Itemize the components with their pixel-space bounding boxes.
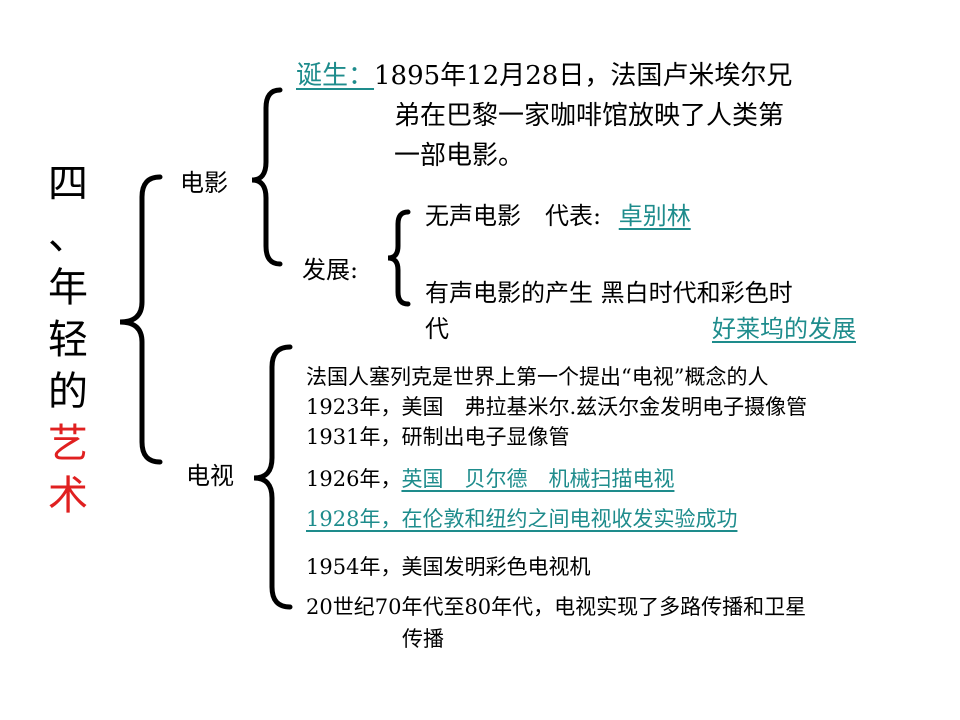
main-brace: [119, 174, 163, 465]
hollywood-link[interactable]: 好莱坞的发展: [712, 315, 856, 343]
development-brace: [387, 209, 411, 307]
title-char: 四: [48, 161, 88, 207]
title-char: 年: [48, 265, 88, 311]
title-char: 轻: [48, 317, 88, 363]
birth-line: 弟在巴黎一家咖啡馆放映了人类第: [394, 101, 785, 131]
birth-line: 诞生：1895年12月28日，法国卢米埃尔兄: [296, 56, 792, 96]
tv-label: 电视: [186, 462, 234, 490]
tv-item: 1954年，美国发明彩色电视机: [306, 555, 591, 579]
title-char: 、: [48, 213, 88, 259]
tv-brace: [253, 344, 293, 610]
tv-item-1970s-line1: 20世纪70年代至80年代，电视实现了多路传播和卫星: [306, 595, 807, 619]
sound-film-line1: 有声电影的产生 黑白时代和彩色时: [425, 279, 793, 307]
development-label: 发展:: [302, 256, 359, 284]
vertical-title: 四 、 年 轻 的 艺 术: [42, 158, 94, 522]
title-char: 的: [48, 369, 88, 415]
baird-link[interactable]: 英国 贝尔德 机械扫描电视: [401, 467, 675, 491]
sound-film-line2: 代: [425, 315, 449, 343]
tv-item-1970s-line2: 传播: [402, 627, 444, 651]
tv-1926-prefix: 1926年，: [306, 467, 402, 491]
tv-item: 法国人塞列克是世界上第一个提出“电视”概念的人: [306, 365, 769, 389]
tv-1928-link[interactable]: 1928年，在伦敦和纽约之间电视收发实验成功: [306, 507, 738, 531]
birth-block: 诞生：1895年12月28日，法国卢米埃尔兄 弟在巴黎一家咖啡馆放映了人类第 一…: [296, 56, 792, 176]
film-brace: [251, 87, 283, 267]
tv-item: 1931年，研制出电子显像管: [306, 425, 570, 449]
tv-item-1926: 1926年，英国 贝尔德 机械扫描电视: [306, 464, 674, 494]
tv-item: 1923年，美国 弗拉基米尔.兹沃尔金发明电子摄像管: [306, 395, 808, 419]
silent-film-line: 无声电影 代表: 卓别林: [425, 198, 691, 234]
birth-text: 1895年12月28日，法国卢米埃尔兄: [374, 61, 793, 91]
film-label: 电影: [180, 169, 228, 197]
birth-label-link[interactable]: 诞生：: [296, 61, 375, 91]
title-char-highlight: 术: [48, 473, 88, 519]
silent-film-text: 无声电影 代表:: [425, 202, 602, 230]
chaplin-link[interactable]: 卓别林: [618, 202, 691, 230]
birth-line: 一部电影。: [394, 141, 525, 171]
title-char-highlight: 艺: [48, 421, 88, 467]
